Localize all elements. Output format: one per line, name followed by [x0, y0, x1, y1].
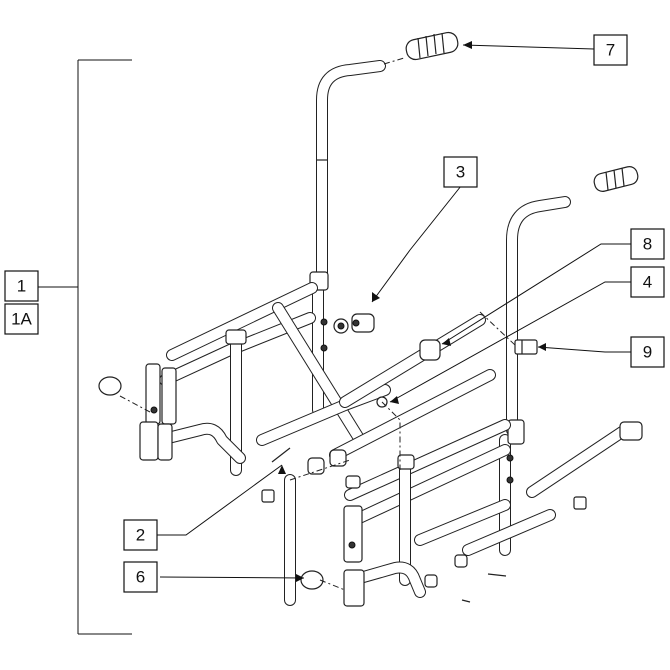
callout-9-label: 9: [643, 343, 652, 362]
washer-part-3: [333, 313, 375, 334]
leader-lines: [157, 41, 631, 582]
assembly-dashes: [119, 311, 516, 591]
callout-7-label: 7: [606, 41, 615, 60]
callout-6: 6: [123, 561, 158, 593]
end-cap-part-6: [98, 376, 324, 590]
callout-7: 7: [593, 34, 628, 66]
cross-tube-part: [526, 421, 643, 498]
callout-1: 1: [4, 270, 39, 302]
left-side-frame: [139, 60, 391, 476]
callout-2-label: 2: [136, 526, 145, 545]
callout-6-label: 6: [136, 568, 145, 587]
callout-1-label: 1: [17, 277, 26, 296]
callout-4-label: 4: [643, 273, 652, 292]
callout-4: 4: [630, 266, 665, 298]
callout-3-label: 3: [456, 163, 465, 182]
spacer-part-8: [419, 339, 441, 361]
assembly-bracket: [38, 59, 132, 635]
callout-2: 2: [123, 519, 158, 551]
callout-9: 9: [630, 336, 665, 368]
callout-3: 3: [443, 156, 478, 188]
small-hardware: [261, 447, 587, 603]
clip-part-9: [514, 339, 538, 355]
callout-8: 8: [630, 228, 665, 260]
handle-grip-top: [383, 31, 459, 65]
handle-grip-right: [593, 166, 639, 192]
callout-8-label: 8: [643, 235, 652, 254]
callout-1a-label: 1A: [11, 310, 32, 329]
callout-1a: 1A: [4, 303, 39, 335]
